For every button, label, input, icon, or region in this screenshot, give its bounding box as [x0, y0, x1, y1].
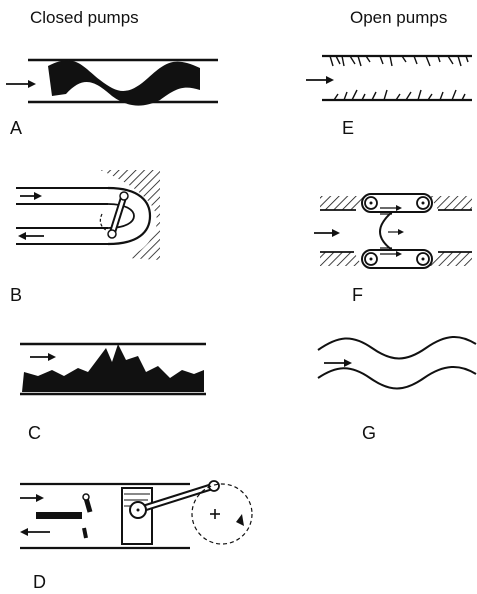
flow-arrow-b-in: [20, 192, 42, 200]
flow-arrow-d-out: [20, 528, 50, 536]
flow-arrow-d-in: [20, 494, 44, 502]
diagram-c: [20, 344, 206, 394]
diagram-d: [20, 481, 252, 548]
flow-arrow-c: [30, 353, 56, 361]
diagram-b: [16, 170, 160, 260]
diagram-e: [306, 56, 472, 100]
flow-arrow-e: [306, 76, 334, 84]
flow-arrow-f: [314, 229, 340, 237]
flow-arrow-a: [6, 80, 36, 88]
diagram-g: [318, 337, 476, 389]
diagram-f: [314, 194, 472, 268]
diagram-a: [6, 60, 218, 106]
flow-arrow-g: [324, 359, 352, 367]
flow-arrow-b-out: [18, 232, 44, 240]
